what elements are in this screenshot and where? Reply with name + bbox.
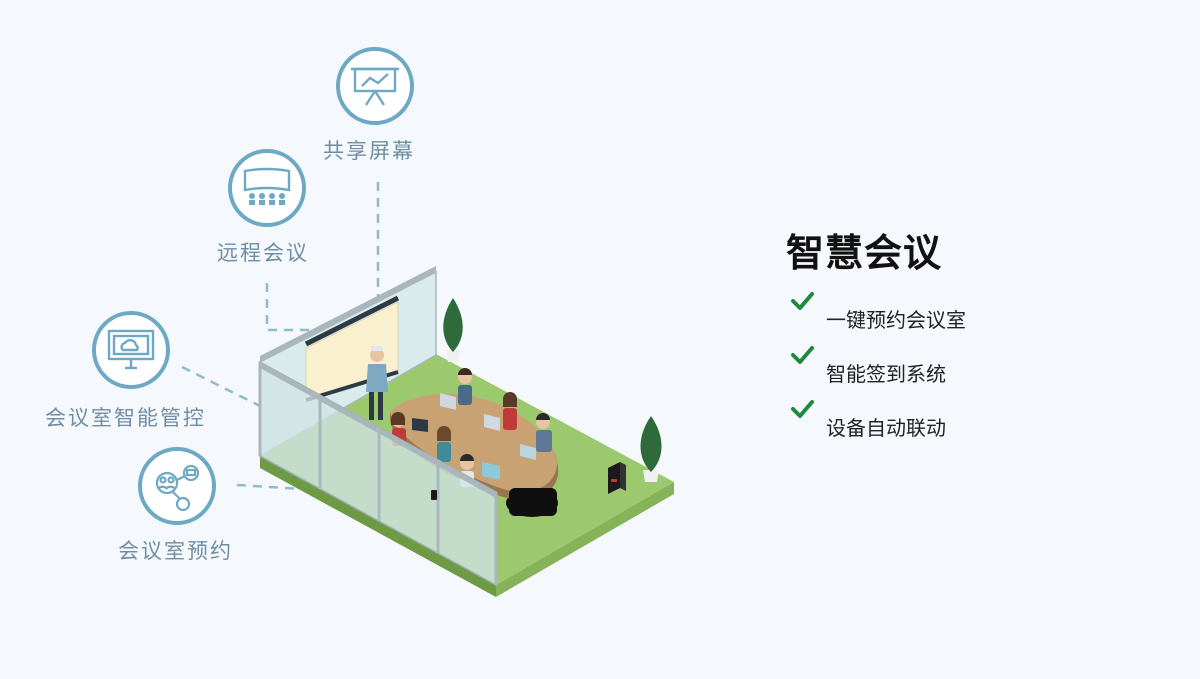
presenter-person — [366, 346, 388, 420]
check-marks — [791, 292, 814, 418]
check-icon — [791, 346, 814, 364]
feature-label-room-control: 会议室智能管控 — [45, 406, 206, 430]
attendee-back-1 — [440, 368, 472, 410]
check-icon — [791, 400, 814, 418]
feature-icon-room-booking — [138, 447, 216, 525]
presentation-board-icon — [351, 67, 399, 106]
device-box — [608, 462, 626, 494]
feature-icon-remote-meeting — [228, 149, 306, 227]
people-network-icon — [155, 464, 200, 512]
attendee-front-2 — [437, 426, 451, 462]
panel-item: 一键预约会议室 — [826, 291, 966, 345]
door-card-reader — [431, 490, 437, 500]
leader-line-remote — [265, 283, 310, 332]
feature-label-share-screen: 共享屏幕 — [323, 139, 415, 163]
attendee-back-2 — [484, 392, 517, 431]
feature-label-room-booking: 会议室预约 — [118, 539, 233, 563]
feature-icon-room-control — [92, 311, 170, 389]
panel-item: 智能签到系统 — [826, 345, 966, 399]
panel-item: 设备自动联动 — [826, 399, 966, 453]
plant-right — [640, 416, 662, 482]
feature-icon-share-screen — [336, 47, 414, 125]
feature-label-remote-meeting: 远程会议 — [217, 241, 309, 265]
front-glass-wall — [258, 360, 498, 587]
panel-item-label: 智能签到系统 — [826, 361, 946, 386]
panel-item-label: 一键预约会议室 — [826, 307, 966, 332]
check-icon — [791, 292, 814, 310]
video-conference-icon — [243, 167, 291, 192]
attendee-right — [520, 413, 552, 460]
panel-item-label: 设备自动联动 — [826, 415, 946, 440]
panel-title: 智慧会议 — [786, 231, 943, 275]
feature-summary-panel: 智慧会议 一键预约会议室 智能签到系统 设备自动联动 — [786, 222, 966, 453]
plant-back — [443, 298, 463, 362]
cloud-monitor-icon — [107, 329, 155, 370]
